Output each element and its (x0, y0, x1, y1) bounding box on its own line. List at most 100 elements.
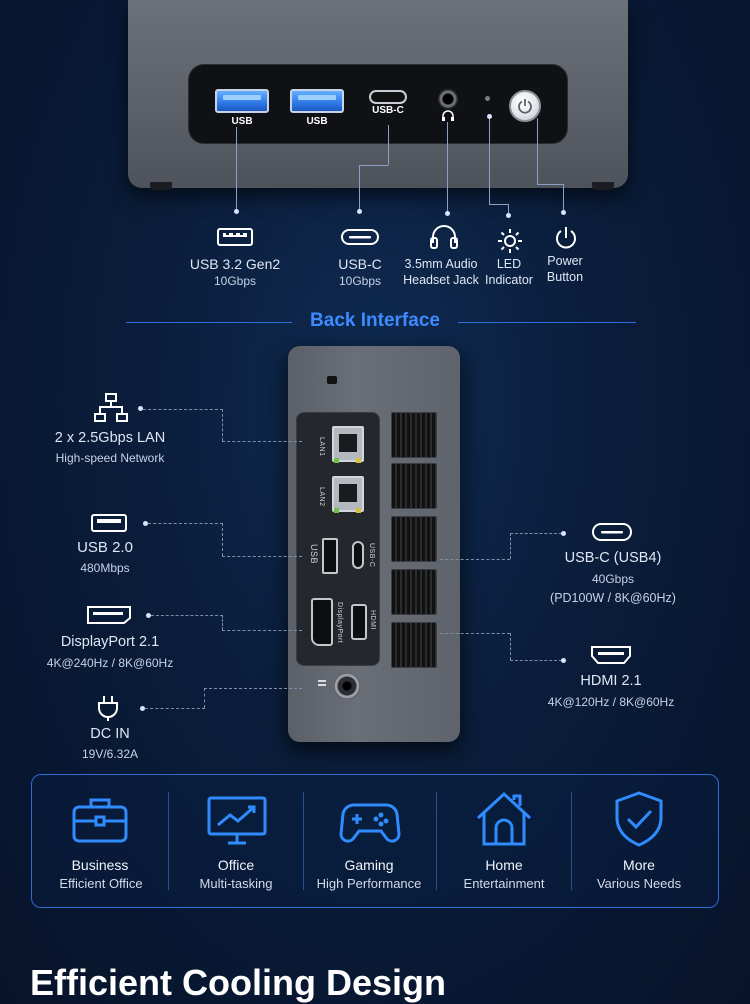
hdmi-port-label: HDMI (369, 610, 376, 630)
leader-dot (140, 706, 145, 711)
lan1-port-label: LAN1 (318, 437, 325, 457)
usb-c-icon (592, 523, 632, 541)
shield-check-icon (615, 791, 663, 847)
callout-hdmi-sub: 4K@120Hz / 8K@60Hz (547, 695, 675, 709)
callout-dc-title: DC IN (90, 726, 130, 742)
callout-lan-title: 2 x 2.5Gbps LAN (54, 430, 166, 446)
led-indicator (485, 96, 490, 101)
back-usb-port (322, 538, 338, 574)
usb-c-icon (341, 229, 379, 245)
front-usb-label-1: USB (231, 116, 253, 127)
use-case-divider (168, 792, 169, 890)
leader-dot (561, 210, 566, 215)
lan1-port (332, 426, 364, 462)
use-case-more-sub: Various Needs (596, 876, 682, 891)
displayport-icon (87, 606, 131, 624)
headphone-mini-icon (442, 110, 454, 121)
leader-line (537, 118, 538, 184)
leader-line (151, 615, 223, 616)
lan-led (334, 458, 339, 463)
dc-in-jack (334, 673, 360, 699)
leader-dot (445, 211, 450, 216)
leader-line (236, 127, 237, 211)
callout-usb32-sub: 10Gbps (213, 274, 257, 288)
callout-usb2-sub: 480Mbps (80, 561, 130, 575)
vent-grille (391, 516, 437, 562)
use-case-office-sub: Multi-tasking (199, 876, 273, 891)
callout-usb4-title: USB-C (USB4) (564, 550, 662, 566)
leader-line (148, 523, 223, 524)
vent-grille (391, 463, 437, 509)
leader-line (359, 165, 388, 166)
leader-line (510, 633, 511, 660)
leader-line (489, 116, 490, 204)
use-case-more-title: More (623, 857, 655, 873)
device-foot (592, 182, 614, 190)
leader-dot (138, 406, 143, 411)
leader-line (359, 165, 360, 211)
leader-line (222, 630, 302, 631)
leader-line (222, 556, 302, 557)
lan-led (356, 508, 361, 513)
section-title: Back Interface (310, 310, 440, 331)
kensington-lock (327, 376, 337, 384)
callout-hdmi-title: HDMI 2.1 (580, 673, 642, 689)
front-usb-label-2: USB (306, 116, 328, 127)
callout-power-sub: Button (546, 270, 584, 284)
monitor-chart-icon (207, 796, 267, 845)
leader-dot (487, 114, 492, 119)
dp-port-label: DisplayPort (336, 602, 343, 644)
leader-line (447, 122, 448, 213)
use-case-office-title: Office (217, 857, 255, 873)
leader-line (440, 633, 510, 634)
leader-line (489, 204, 508, 205)
leader-dot (561, 658, 566, 663)
leader-dot (143, 521, 148, 526)
usb-a-icon (91, 514, 127, 532)
front-usb-port-1 (215, 89, 269, 113)
leader-line (222, 409, 223, 441)
cooling-design-heading: Efficient Cooling Design (30, 962, 447, 1003)
use-case-gaming-title: Gaming (344, 857, 394, 873)
sun-icon (498, 229, 522, 253)
use-case-divider (303, 792, 304, 890)
use-case-divider (571, 792, 572, 890)
callout-usb2-title: USB 2.0 (77, 539, 133, 556)
callout-lan-sub: High-speed Network (55, 451, 165, 465)
briefcase-icon (72, 798, 128, 843)
callout-usb4-sub: 40Gbps (591, 572, 635, 586)
audio-jack (438, 89, 458, 109)
leader-line (510, 533, 511, 559)
lan-led (334, 508, 339, 513)
callout-audio-title: 3.5mm Audio (404, 257, 478, 271)
lan-led (356, 458, 361, 463)
displayport-port (311, 598, 333, 646)
lan2-port-label: LAN2 (318, 487, 325, 507)
use-case-home-sub: Entertainment (463, 876, 545, 891)
usbc-port-label: USB-C (368, 543, 375, 568)
leader-line (222, 615, 223, 630)
leader-line (145, 708, 205, 709)
callout-led-title: LED (496, 257, 522, 271)
use-case-panel (31, 774, 719, 908)
callout-audio-sub: Headset Jack (403, 273, 479, 287)
leader-line (204, 688, 205, 708)
title-divider-left (126, 322, 292, 323)
use-case-business-title: Business (71, 857, 129, 873)
hdmi-port (351, 604, 367, 640)
leader-dot (146, 613, 151, 618)
back-usbc-port (352, 541, 364, 569)
leader-line (143, 409, 223, 410)
leader-line (222, 523, 223, 556)
power-icon (556, 227, 576, 249)
callout-power-title: Power (547, 254, 583, 268)
headset-icon (430, 225, 458, 249)
title-divider-right (458, 322, 636, 323)
leader-line (440, 559, 510, 560)
hdmi-icon (591, 646, 631, 664)
callout-dc-sub: 19V/6.32A (81, 747, 139, 761)
callout-dp-sub: 4K@240Hz / 8K@60Hz (46, 656, 174, 670)
leader-line (222, 441, 302, 442)
leader-dot (506, 213, 511, 218)
vent-grille (391, 569, 437, 615)
